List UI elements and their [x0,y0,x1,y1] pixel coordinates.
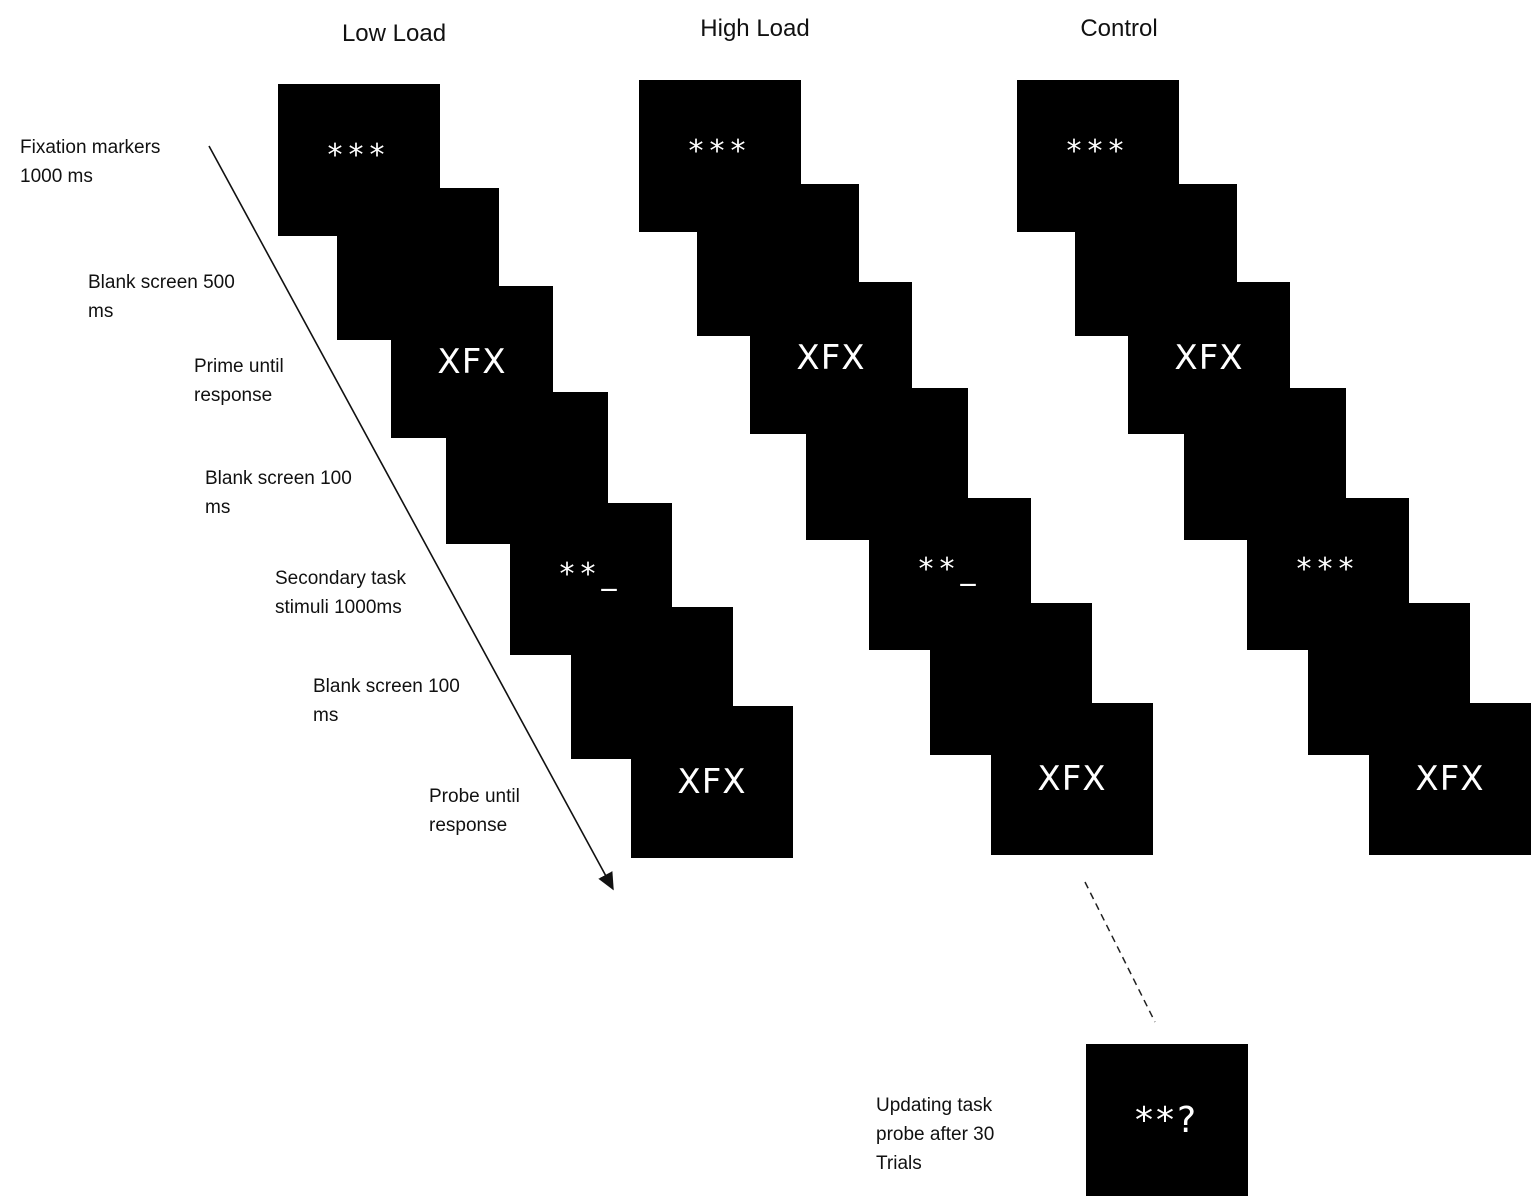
high-load-probe-screen: XFX [991,703,1153,855]
step-label-secondary-task: Secondary task stimuli 1000ms [275,568,406,618]
step-label-prime: Prime until response [194,356,284,406]
updating-probe-screen: **? [1086,1044,1248,1196]
step-label-blank-100-b: Blank screen 100 ms [313,676,460,726]
control-probe-screen: XFX [1369,703,1531,855]
low-load-probe-screen: XFX [631,706,793,858]
updating-probe-label: Updating task probe after 30 Trials [876,1095,995,1174]
column-title-control: Control [1080,15,1158,42]
step-label-blank-500: Blank screen 500 ms [88,272,235,322]
step-label-probe: Probe until response [429,786,520,836]
column-title-high-load: High Load [700,15,810,42]
column-title-low-load: Low Load [341,20,447,47]
step-label-blank-100-a: Blank screen 100 ms [205,468,352,518]
updating-probe-dashed-line [1084,881,1156,1023]
step-label-fixation: Fixation markers 1000 ms [20,137,161,187]
